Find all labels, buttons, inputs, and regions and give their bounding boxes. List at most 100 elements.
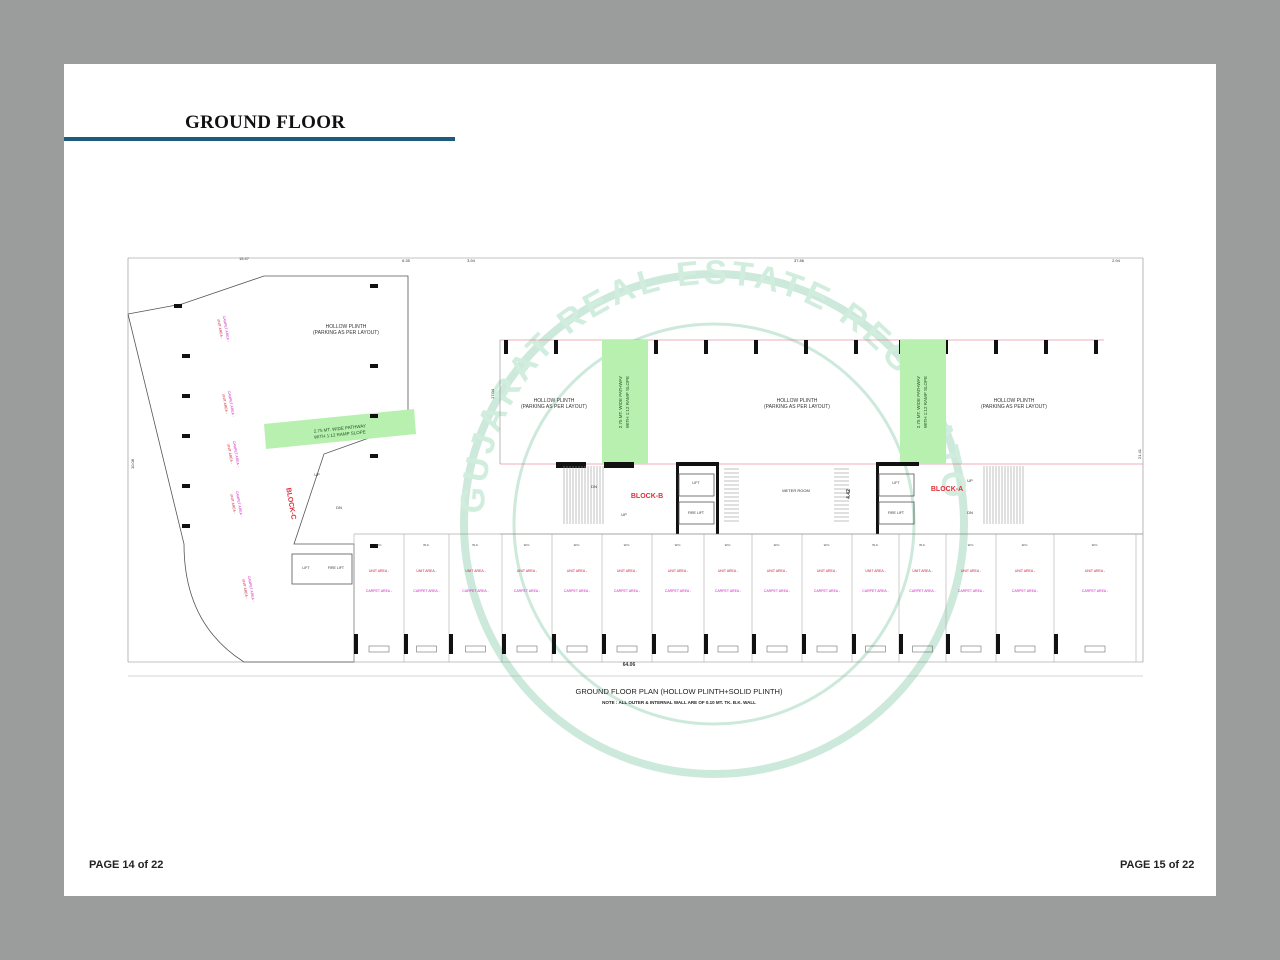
wall — [716, 462, 719, 534]
shop-unit-area-label: UNIT AREA - — [465, 569, 486, 573]
shop-unit-area-label: UNIT AREA - — [369, 569, 390, 573]
dimension-label: 37.86 — [794, 258, 805, 263]
shop-unit-area-label: UNIT AREA - — [567, 569, 588, 573]
title-underline — [64, 137, 455, 141]
column — [370, 284, 378, 288]
column — [182, 434, 190, 438]
shop-shutter — [1014, 645, 1036, 653]
stair-up-label: UP — [967, 478, 973, 483]
column — [370, 364, 378, 368]
dimension-label: 17.04 — [490, 388, 495, 399]
column — [404, 634, 408, 654]
stair-dn-label: DN — [591, 484, 597, 489]
column — [370, 544, 378, 548]
shop-unit-area-label: UNIT AREA - — [1015, 569, 1036, 573]
shop-shutter — [516, 645, 538, 653]
shop-shutter — [766, 645, 788, 653]
stair-up-label: UP — [314, 472, 320, 477]
shop-wc-label: W.C. — [1022, 543, 1029, 547]
column — [996, 634, 1000, 654]
page-title: GROUND FLOOR — [185, 112, 346, 133]
fire-lift — [878, 501, 915, 525]
shop-shutter — [416, 645, 437, 653]
shop-carpet-area-label: CARPET AREA - — [235, 490, 244, 518]
pathway-label-line2: WITH 1:12 RAMP SLOPE — [923, 376, 928, 428]
shop-unit-area-label: UNIT AREA - — [668, 569, 689, 573]
shop-carpet-area-label: CARPET AREA - — [413, 589, 440, 593]
shop-shutter — [1084, 645, 1106, 653]
wall — [879, 462, 919, 466]
column — [1044, 340, 1048, 354]
column — [354, 634, 358, 654]
shop-unit-area-label: UNIT AREA - — [517, 569, 538, 573]
stair-dn-label: DN — [336, 505, 342, 510]
meter-room-label: METER ROOM — [782, 488, 810, 493]
shop-carpet-area-label: CARPET AREA - — [564, 589, 591, 593]
shop-carpet-area-label: CARPET AREA - — [862, 589, 889, 593]
column — [182, 484, 190, 488]
wall — [876, 462, 879, 534]
dimension-label: 2.94 — [1112, 258, 1121, 263]
stair-dn-label: DN — [967, 510, 973, 515]
shop-shutter — [667, 645, 689, 653]
shop-wc-label: W.C. — [423, 543, 430, 547]
parking-label: (PARKING AS PER LAYOUT) — [981, 404, 1047, 410]
column — [704, 340, 708, 354]
dimension-label: 64.06 — [623, 662, 636, 668]
rera-watermark-seal: GUJARAT REAL ESTATE REGULATORY AUTHORITY — [64, 64, 974, 778]
shop-carpet-area-label: CARPET AREA - — [958, 589, 985, 593]
shop-shutter — [616, 645, 638, 653]
plan-caption: GROUND FLOOR PLAN (HOLLOW PLINTH+SOLID P… — [576, 687, 783, 696]
pathway-ramp — [264, 409, 416, 449]
pathway-label-line2: WITH 1:12 RAMP SLOPE — [625, 376, 630, 428]
dimension-label: 21.41 — [1137, 448, 1142, 459]
block-c-lift — [291, 553, 353, 585]
wall — [556, 462, 586, 468]
column — [804, 340, 808, 354]
document-page: GROUND FLOOR GUJARAT REAL ESTATE REGULAT… — [64, 64, 1216, 896]
column — [182, 354, 190, 358]
hollow-plinth-label: HOLLOW PLINTH — [994, 398, 1035, 404]
column — [852, 634, 856, 654]
shop-wc-label: W.C. — [725, 543, 732, 547]
shop-unit-area-label: UNIT AREA - — [416, 569, 437, 573]
column — [994, 340, 998, 354]
shop-wc-label: W.C. — [472, 543, 479, 547]
wall — [604, 462, 634, 468]
shop-wc-label: W.C. — [675, 543, 682, 547]
shop-shutter — [912, 645, 933, 653]
svg-text:GUJARAT REAL ESTATE REGULATORY: GUJARAT REAL ESTATE REGULATORY AUTHORITY — [64, 64, 974, 515]
shop-wc-label: W.C. — [774, 543, 781, 547]
column — [704, 634, 708, 654]
shop-wc-label: W.C. — [824, 543, 831, 547]
column — [652, 634, 656, 654]
shop-unit-area-label: UNIT AREA - — [817, 569, 838, 573]
column — [502, 634, 506, 654]
column — [654, 340, 658, 354]
plan-note: NOTE : ALL OUTER & INTERNAL WALL ARE OF … — [602, 700, 756, 705]
pathway-label-line2: WITH 1:12 RAMP SLOPE — [314, 429, 366, 439]
shop-shutter — [865, 645, 886, 653]
pathway-ramp — [900, 340, 946, 464]
column — [552, 634, 556, 654]
column — [370, 414, 378, 418]
shop-carpet-area-label: CARPET AREA - — [665, 589, 692, 593]
shop-unit-area-label: UNIT AREA - — [241, 578, 249, 600]
dimension-label: 6.35 — [402, 258, 411, 263]
page-number-left: PAGE 14 of 22 — [89, 859, 164, 871]
shop-shutter — [960, 645, 982, 653]
column — [449, 634, 453, 654]
column — [504, 340, 508, 354]
shop-shutter — [816, 645, 838, 653]
shop-carpet-area-label: CARPET AREA - — [514, 589, 541, 593]
shop-wc-label: W.C. — [872, 543, 879, 547]
shop-unit-area-label: UNIT AREA - — [1085, 569, 1106, 573]
lift-label: LIFT — [302, 566, 310, 570]
shop-carpet-area-label: CARPET AREA - — [1082, 589, 1109, 593]
hollow-plinth-label: HOLLOW PLINTH — [326, 324, 367, 330]
fire-lift — [678, 501, 715, 525]
shop-shutter — [566, 645, 588, 653]
shop-carpet-area-label: CARPET AREA - — [909, 589, 936, 593]
lift-label: LIFT — [892, 481, 900, 485]
shop-unit-area-label: UNIT AREA - — [226, 443, 234, 465]
